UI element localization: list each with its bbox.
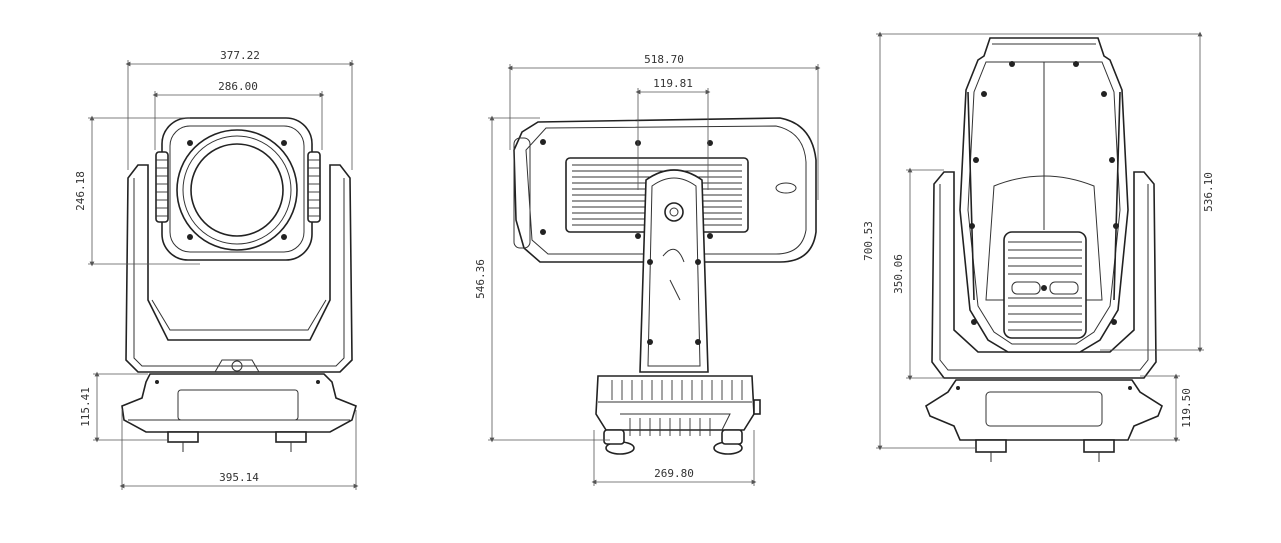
back-total-height-label: 700.53: [862, 221, 875, 261]
side-total-width-label: 518.70: [644, 53, 684, 66]
front-width-top-label: 377.22: [220, 49, 260, 62]
side-view: 518.70 119.81 546.36 269.80: [474, 53, 821, 486]
front-view: 377.22 286.00 246.18 115.41 395.14: [74, 49, 359, 490]
front-base-height-label: 115.41: [79, 387, 92, 427]
front-base-width-label: 395.14: [219, 471, 259, 484]
back-yoke-height-label: 350.06: [892, 254, 905, 294]
front-head-height-label: 246.18: [74, 171, 87, 211]
side-arm-width-label: 119.81: [653, 77, 693, 90]
back-base-height-label: 119.50: [1180, 388, 1193, 428]
back-head-height-label: 536.10: [1202, 172, 1215, 212]
back-view: 700.53 350.06 536.10 119.50: [862, 31, 1215, 462]
front-head-width-label: 286.00: [218, 80, 258, 93]
side-base-width-label: 269.80: [654, 467, 694, 480]
side-total-height-label: 546.36: [474, 259, 487, 299]
